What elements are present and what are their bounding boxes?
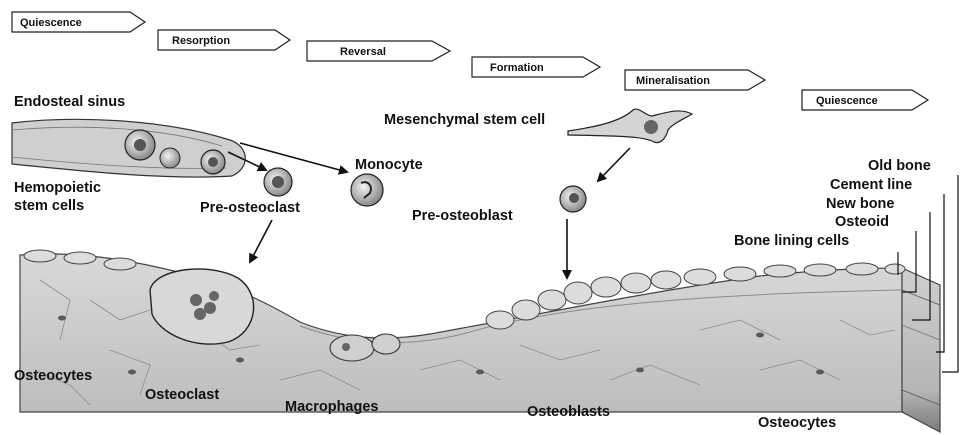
label-old-bone: Old bone: [868, 158, 931, 175]
label-endosteal-sinus: Endosteal sinus: [14, 94, 125, 111]
mesenchymal-stem-cell: [568, 109, 692, 142]
monocyte-cell: [351, 174, 383, 206]
phase-flag-resorption: Resorption: [158, 30, 290, 50]
label-stem-cells: stem cells: [14, 198, 84, 215]
label-new-bone: New bone: [826, 196, 894, 213]
bone-block-illustration: [20, 250, 940, 432]
label-osteocytes-left: Osteocytes: [14, 368, 92, 385]
phase-flags: Quiescence Resorption Reversal Formation…: [12, 12, 928, 110]
phase-flag-quiescence-end: Quiescence: [802, 90, 928, 110]
label-bone-lining-cells: Bone lining cells: [734, 233, 849, 250]
label-pre-osteoclast: Pre-osteoclast: [200, 200, 300, 217]
phase-flag-quiescence-start: Quiescence: [12, 12, 145, 32]
arrow-preosteoclast-to-osteoclast: [250, 220, 272, 262]
label-mesenchymal-stem-cell: Mesenchymal stem cell: [384, 112, 545, 129]
label-osteocytes-right: Osteocytes: [758, 415, 836, 432]
phase-label: Resorption: [172, 35, 230, 47]
pre-osteoblast-cell: [560, 186, 586, 212]
endosteal-sinus-illustration: [12, 119, 245, 177]
arrow-sinus-to-monocyte: [240, 143, 347, 172]
label-osteoclast: Osteoclast: [145, 387, 219, 404]
label-monocyte: Monocyte: [355, 157, 423, 174]
pre-osteoclast-cell: [264, 168, 292, 196]
arrow-mesenchymal-to-preosteoblast: [598, 148, 630, 181]
phase-label: Mineralisation: [636, 75, 710, 87]
phase-label: Formation: [490, 62, 544, 74]
phase-flag-mineralisation: Mineralisation: [625, 70, 765, 90]
phase-label: Quiescence: [20, 17, 82, 29]
label-osteoblasts: Osteoblasts: [527, 404, 610, 421]
phase-flag-reversal: Reversal: [307, 41, 450, 61]
label-macrophages: Macrophages: [285, 399, 378, 416]
label-cement-line: Cement line: [830, 177, 912, 194]
label-hemopoietic: Hemopoietic: [14, 180, 101, 197]
phase-flag-formation: Formation: [472, 57, 600, 77]
phase-label: Reversal: [340, 46, 386, 58]
label-pre-osteoblast: Pre-osteoblast: [412, 208, 513, 225]
phase-label: Quiescence: [816, 95, 878, 107]
label-osteoid: Osteoid: [835, 214, 889, 231]
